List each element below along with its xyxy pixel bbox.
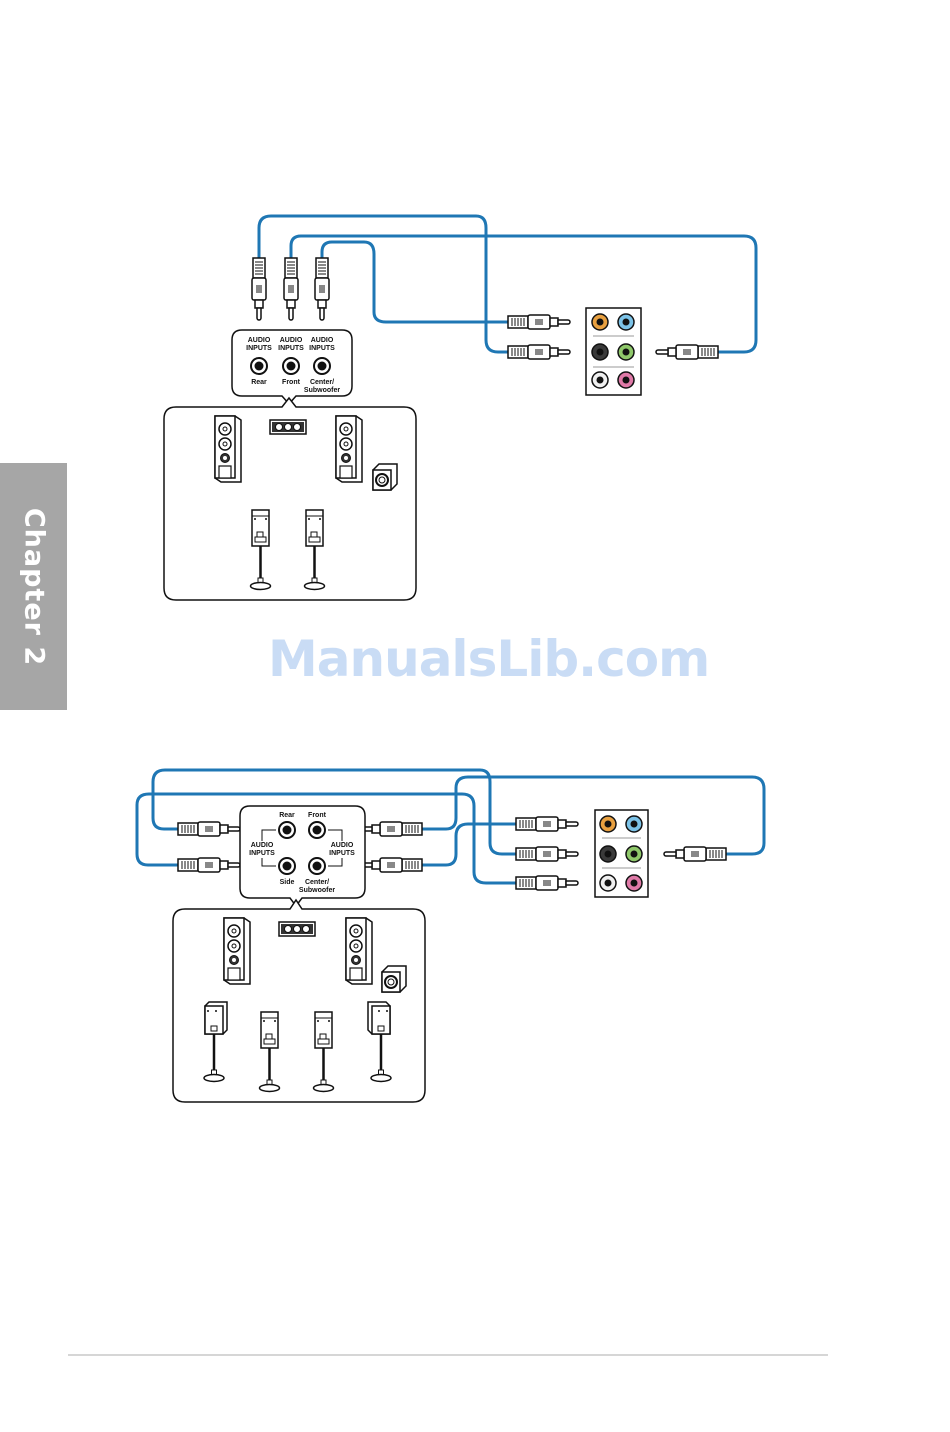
speaker-front-left xyxy=(215,416,241,482)
label-audio-left: AUDIO xyxy=(251,842,274,849)
speaker-front-right xyxy=(336,416,362,482)
speaker-subwoofer xyxy=(373,464,397,490)
plug-mb-black xyxy=(508,345,570,359)
speaker-front-right xyxy=(346,918,372,984)
label-audio-1: AUDIO xyxy=(248,337,271,344)
cable-center xyxy=(322,242,508,322)
jack-front xyxy=(283,358,299,374)
jack-rear xyxy=(251,358,267,374)
label-front: Front xyxy=(308,812,327,819)
label-inputs-1: INPUTS xyxy=(246,345,272,352)
plug-front xyxy=(284,258,298,320)
jack-front xyxy=(309,822,325,838)
label-inputs-2: INPUTS xyxy=(278,345,304,352)
speaker-center xyxy=(270,420,306,434)
plug-mb-white xyxy=(516,876,578,890)
plug-center xyxy=(360,858,422,872)
io-panel-1 xyxy=(586,308,641,395)
label-inputs-3: INPUTS xyxy=(309,345,335,352)
speaker-front-left xyxy=(224,918,250,984)
watermark: ManualsLib.com xyxy=(268,630,698,688)
label-center: Center/ xyxy=(305,879,329,886)
plug-rear xyxy=(178,822,240,836)
plug-center xyxy=(315,258,329,320)
jack-center-sub xyxy=(309,858,325,874)
label-audio-3: AUDIO xyxy=(311,337,334,344)
plug-mb-green xyxy=(664,847,726,861)
plug-mb-black xyxy=(516,847,578,861)
label-front: Front xyxy=(282,379,301,386)
label-subwoofer: Subwoofer xyxy=(299,887,335,894)
footer-divider xyxy=(68,1354,828,1356)
speaker-center xyxy=(279,922,315,936)
plug-mb-orange xyxy=(516,817,578,831)
label-audio-2: AUDIO xyxy=(280,337,303,344)
io-panel-2 xyxy=(595,810,648,897)
plug-rear xyxy=(252,258,266,320)
label-rear: Rear xyxy=(279,812,295,819)
label-rear: Rear xyxy=(251,379,267,386)
diagram-6-channel: AUDIO INPUTS AUDIO INPUTS AUDIO INPUTS R… xyxy=(164,216,756,600)
label-audio-right: AUDIO xyxy=(331,842,354,849)
plug-front xyxy=(360,822,422,836)
label-side: Side xyxy=(280,879,295,886)
plug-mb-green xyxy=(656,345,718,359)
plug-mb-orange xyxy=(508,315,570,329)
diagram-8-channel: Rear Front AUDIO INPUTS AUDIO INPUTS Sid… xyxy=(137,770,764,1102)
jack-side xyxy=(279,858,295,874)
label-center: Center/ xyxy=(310,379,334,386)
label-inputs-left: INPUTS xyxy=(249,850,275,857)
jack-center-sub xyxy=(314,358,330,374)
speaker-subwoofer xyxy=(382,966,406,992)
label-inputs-right: INPUTS xyxy=(329,850,355,857)
cable-front xyxy=(291,236,756,352)
jack-rear xyxy=(279,822,295,838)
label-subwoofer: Subwoofer xyxy=(304,387,340,394)
plug-side xyxy=(178,858,240,872)
